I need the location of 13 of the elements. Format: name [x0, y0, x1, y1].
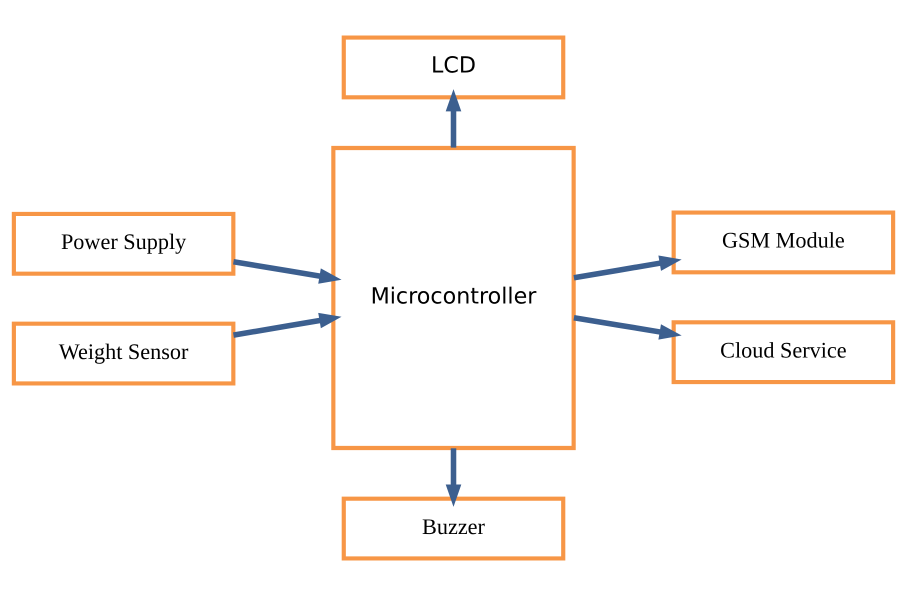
arrow: [233, 258, 342, 284]
node-box: Power Supply: [12, 211, 236, 276]
arrow: [233, 312, 342, 338]
node-box: Buzzer: [342, 496, 566, 560]
arrow: [446, 88, 462, 148]
arrow: [446, 448, 462, 506]
node-box: Microcontroller: [331, 145, 576, 450]
arrow: [573, 314, 682, 340]
node-box: Cloud Service: [672, 320, 896, 384]
node-box: LCD: [342, 34, 566, 99]
arrow: [573, 255, 682, 280]
node-box: GSM Module: [672, 210, 896, 274]
node-box: Weight Sensor: [12, 321, 236, 385]
